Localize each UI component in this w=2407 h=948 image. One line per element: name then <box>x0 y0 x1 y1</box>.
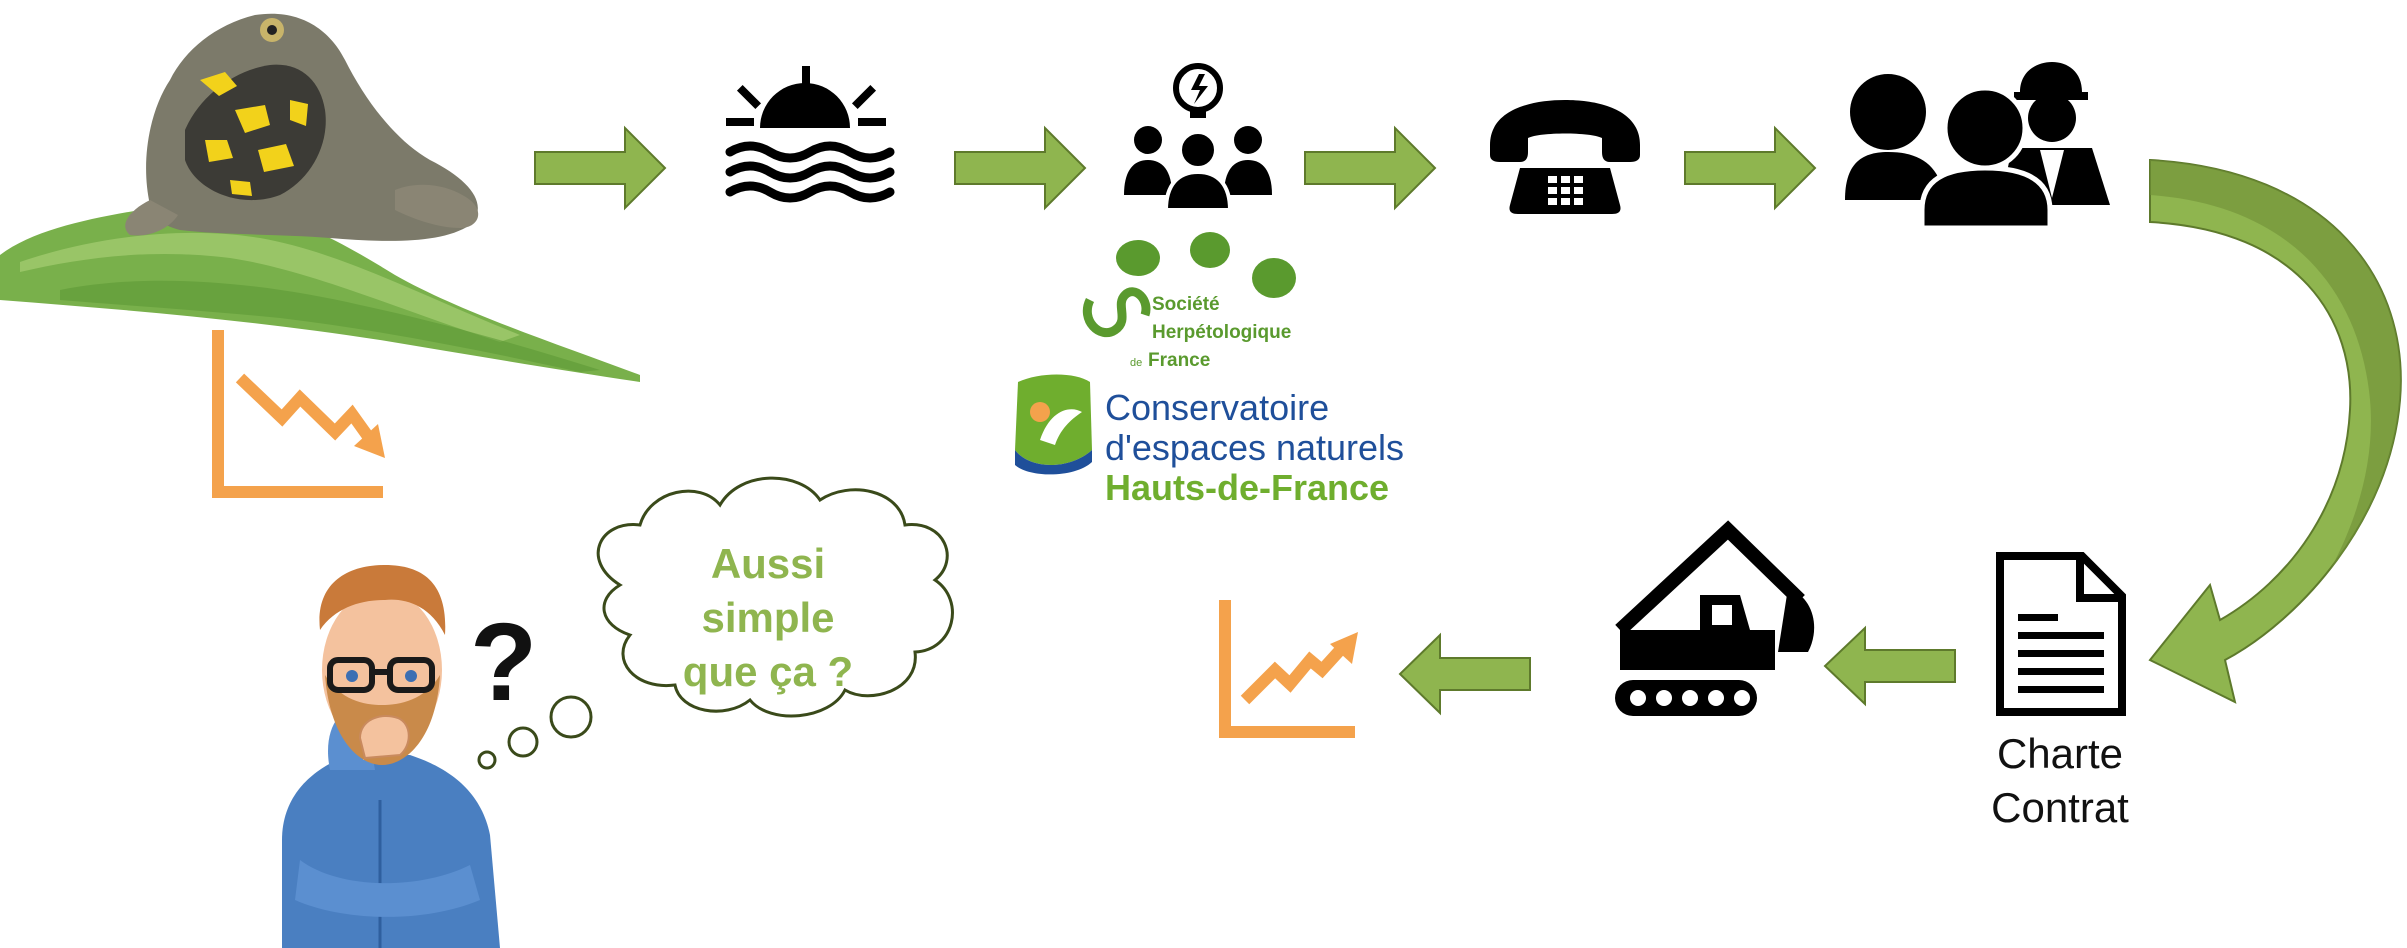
thought-line-2: simple <box>701 594 834 641</box>
decline-chart-icon <box>212 330 385 498</box>
thought-cloud: Aussi simple que ça ? <box>477 476 954 770</box>
flow-arrows-bottom <box>1398 625 1956 716</box>
document-label: Contrat <box>1991 784 2129 831</box>
cen-logo: Conservatoire d'espaces naturels Hauts-d… <box>1015 374 1404 508</box>
thought-line-1: Aussi <box>711 540 825 587</box>
sunrise-icon <box>725 66 895 203</box>
document-icon <box>1996 552 2126 716</box>
shf-line-3-prefix: de <box>1130 357 1142 369</box>
thinking-man-illustration: ? <box>282 565 537 948</box>
arrow-right <box>1684 125 1817 211</box>
question-mark-icon: ? <box>470 601 537 724</box>
cen-line-1: Conservatoire <box>1105 387 1329 428</box>
shf-line-3: France <box>1148 350 1210 371</box>
telephone-icon <box>1490 100 1640 214</box>
arrow-left <box>1398 632 1531 716</box>
arrow-right <box>954 125 1087 211</box>
shf-line-2: Herpétologique <box>1152 322 1291 343</box>
document-label: Charte <box>1997 730 2123 777</box>
flow-arrows-top <box>534 125 1817 211</box>
team-idea-icon <box>1124 63 1272 212</box>
workers-group-icon <box>1845 62 2110 231</box>
shf-line-1: Société <box>1152 294 1220 315</box>
growth-chart-icon <box>1219 600 1358 738</box>
thought-line-3: que ça ? <box>683 648 853 695</box>
shf-logo: Société Herpétologique de France <box>1082 232 1296 371</box>
arrow-right <box>1304 125 1437 211</box>
cen-line-2: d'espaces naturels <box>1105 427 1404 468</box>
cen-line-3: Hauts-de-France <box>1105 467 1389 508</box>
curved-arrow <box>2148 158 2402 704</box>
excavator-icon <box>1615 520 1815 716</box>
toad-illustration <box>0 13 640 382</box>
arrow-left <box>1823 625 1956 707</box>
arrow-right <box>534 125 667 211</box>
